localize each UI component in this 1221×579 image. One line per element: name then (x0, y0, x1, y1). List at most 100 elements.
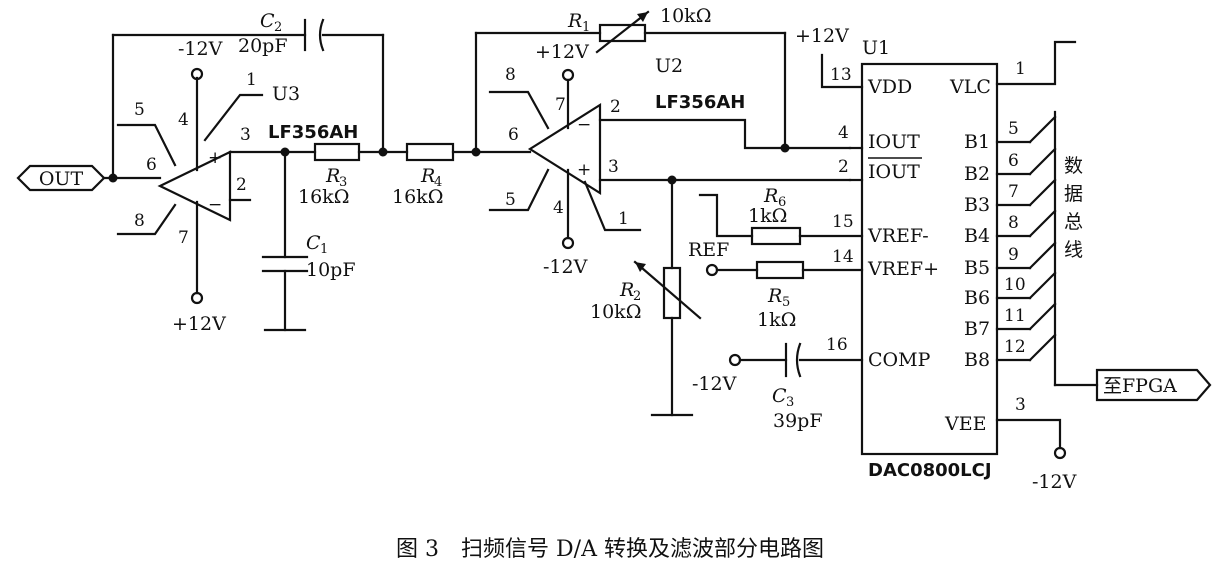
u2-pin2: 2 (610, 97, 621, 117)
r6-subscript: 6 (778, 195, 786, 210)
r5-symbol: R (767, 285, 782, 307)
c3-value: 39pF (773, 410, 823, 432)
u1-pin-b4-num: 8 (1008, 213, 1019, 233)
u1-pin-vrefp-name: VREF+ (867, 258, 939, 280)
u1-pin-b2-num: 6 (1008, 151, 1019, 171)
u1-pin-iout-name: IOUT (868, 131, 920, 153)
u1-pin-b3-name: B3 (964, 194, 990, 216)
bus-label-1: 数 (1064, 155, 1083, 177)
r1-subscript: 1 (582, 20, 590, 35)
out-port: OUT (16, 164, 106, 192)
potentiometer-r2: R 2 10kΩ (590, 260, 702, 323)
u3-pin1: 1 (246, 70, 257, 90)
u1-vee-supply: -12V (1032, 471, 1077, 493)
u1-pin-ioutbar-name: IOUT (868, 161, 920, 183)
c2-subscript: 2 (274, 20, 282, 35)
bus-label-2: 据 (1064, 183, 1083, 205)
u1-pin-b1-name: B1 (964, 131, 990, 153)
u3-supply-pos: +12V (172, 313, 226, 335)
u1-pin-b1-num: 5 (1008, 119, 1019, 139)
bus-label-4: 线 (1064, 239, 1083, 261)
potentiometer-r1: R 1 10kΩ (567, 5, 711, 54)
u1-vdd-supply: +12V (795, 25, 849, 47)
r4-subscript: 4 (434, 175, 442, 190)
opamp-u2: − + 8 6 5 7 +12V 4 -12V 2 U2 LF356AH 3 1 (488, 41, 852, 278)
u2-part: LF356AH (655, 92, 745, 113)
u2-pin4: 4 (553, 198, 564, 218)
resistor-r4: R 4 16kΩ (392, 142, 455, 208)
r5-value: 1kΩ (757, 309, 796, 331)
r3-value: 16kΩ (298, 186, 349, 208)
u3-pin4: 4 (178, 110, 189, 130)
r5-subscript: 5 (782, 295, 790, 310)
u1-pin-b2-name: B2 (964, 163, 990, 185)
u2-pin3: 3 (608, 157, 619, 177)
fpga-port-label: 至FPGA (1103, 375, 1177, 397)
capacitor-c1: C 1 10pF (261, 232, 356, 281)
u1-pin-vdd-name: VDD (867, 76, 912, 98)
out-port-label: OUT (39, 168, 84, 190)
u1-pin-comp-name: COMP (868, 349, 931, 371)
u1-pin-b6-num: 10 (1004, 275, 1026, 295)
capacitor-c3: C 3 39pF (772, 342, 823, 432)
u1-pin-b8-num: 12 (1004, 337, 1026, 357)
u3-supply-neg: -12V (178, 38, 223, 60)
figure-caption: 图 3 扫频信号 D/A 转换及滤波部分电路图 (396, 537, 824, 562)
u1-ref: U1 (862, 37, 890, 59)
dac-u1: U1 DAC0800LCJ +12V 13 VDD 4 IOUT 2 IOUT … (795, 25, 1077, 493)
ref-label: REF (688, 239, 729, 261)
r2-symbol: R (619, 279, 634, 301)
u3-pin2: 2 (236, 175, 247, 195)
bus-label-3: 总 (1064, 211, 1083, 233)
resistor-r5: R 5 1kΩ (755, 260, 805, 331)
c1-subscript: 1 (320, 242, 328, 257)
u2-supply-pos: +12V (535, 41, 589, 63)
u2-pin7: 7 (555, 95, 566, 115)
r3-subscript: 3 (339, 175, 347, 190)
u3-pin8: 8 (134, 211, 145, 231)
u1-pin-vee-name: VEE (944, 413, 986, 435)
u1-pin-vrefm-num: 15 (832, 212, 854, 232)
svg-text:+: + (208, 148, 222, 168)
u2-supply-neg: -12V (543, 256, 588, 278)
u1-pin-b8-name: B8 (964, 349, 990, 371)
r4-symbol: R (420, 165, 435, 187)
u1-pin-b6-name: B6 (964, 287, 990, 309)
r1-symbol: R (567, 10, 582, 32)
u1-pin-vee-num: 3 (1015, 395, 1026, 415)
r3-symbol: R (325, 165, 340, 187)
r1-value: 10kΩ (660, 5, 711, 27)
c3-symbol: C (772, 385, 787, 407)
u3-part: LF356AH (268, 122, 358, 143)
r6-value: 1kΩ (748, 205, 787, 227)
u1-pin-b7-num: 11 (1004, 306, 1026, 326)
svg-text:−: − (208, 195, 222, 215)
u1-pin-b3-num: 7 (1008, 182, 1019, 202)
u1-pin-b5-num: 9 (1008, 245, 1019, 265)
c1-value: 10pF (306, 259, 356, 281)
u1-pin-b5-name: B5 (964, 257, 990, 279)
u1-pin-vlc-name: VLC (949, 76, 991, 98)
u3-pin7: 7 (178, 228, 189, 248)
data-pins: 5 B1 6 B2 7 B3 8 B4 9 B5 10 B6 11 B7 12 … (964, 115, 1057, 371)
svg-text:+: + (577, 160, 591, 180)
opamp-u3: + − 5 6 8 4 -12V 7 +12V 1 U3 3 LF356AH 2 (116, 38, 358, 335)
r6-symbol: R (763, 185, 778, 207)
u1-pin-vrefp-num: 14 (832, 247, 854, 267)
resistor-r6: R 6 1kΩ (748, 185, 802, 246)
u1-part: DAC0800LCJ (868, 460, 992, 481)
u1-pin-ioutbar-num: 2 (838, 157, 849, 177)
u3-pin5: 5 (134, 100, 145, 120)
r4-value: 16kΩ (392, 186, 443, 208)
u1-pin-comp-num: 16 (826, 335, 848, 355)
r2-subscript: 2 (633, 289, 641, 304)
c3-subscript: 3 (786, 395, 794, 410)
capacitor-c2: C 2 20pF (238, 10, 325, 57)
u1-pin-iout-num: 4 (838, 123, 849, 143)
comp-supply: -12V (692, 353, 742, 395)
resistor-r3: R 3 16kΩ (298, 142, 361, 208)
svg-text:−: − (577, 115, 591, 135)
u2-pin5: 5 (505, 190, 516, 210)
